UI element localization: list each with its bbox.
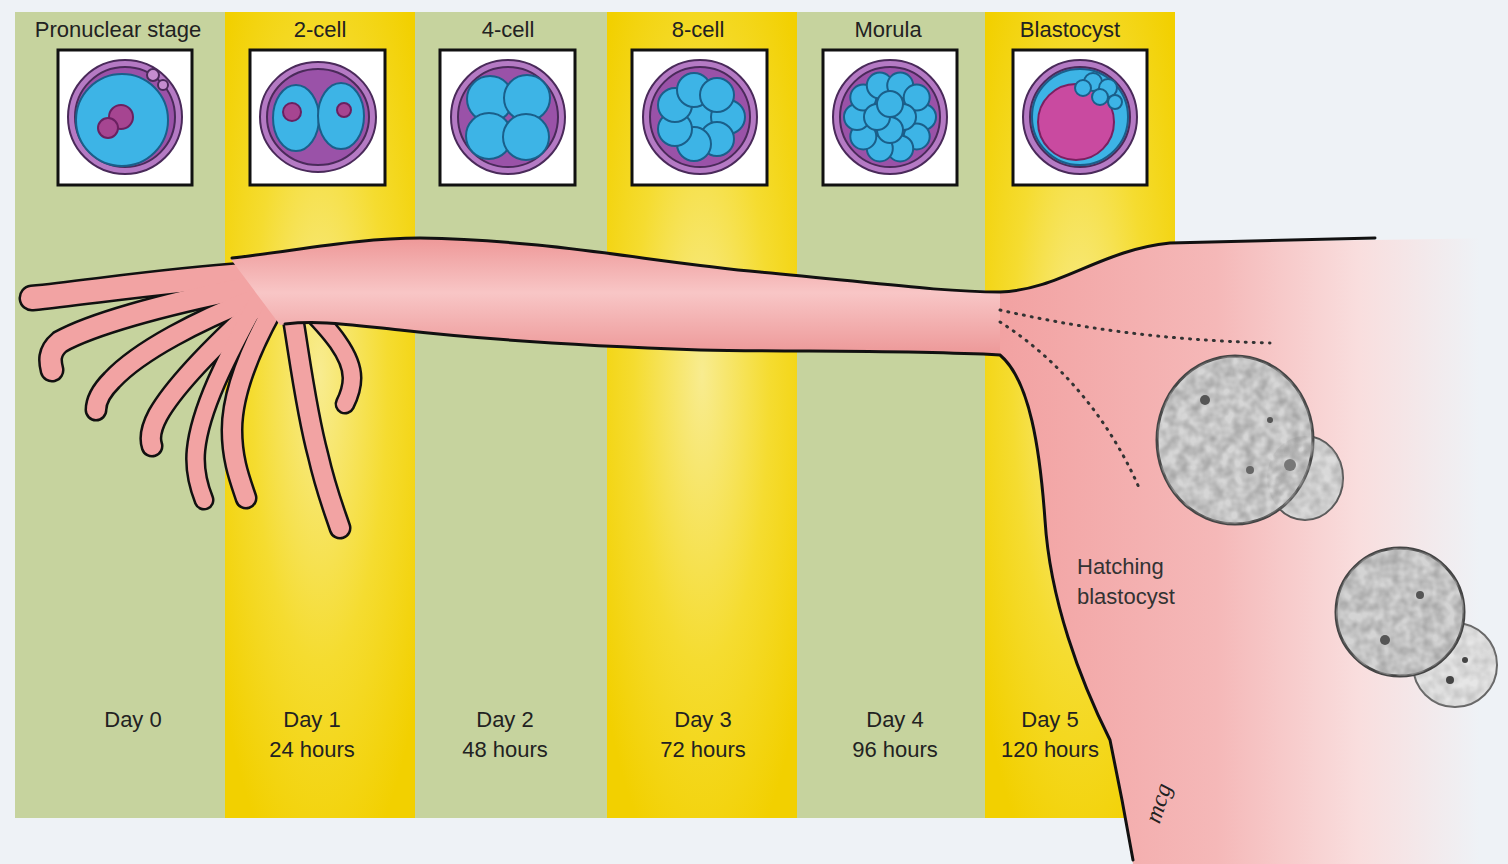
- day-band: 8-cellDay 372 hours: [607, 12, 797, 818]
- pronuclear-embryo: [68, 60, 182, 174]
- day-label: 48 hours: [462, 735, 548, 765]
- embryo-stage-box: [58, 50, 1147, 185]
- callout-label-text: Hatching blastocyst: [1077, 554, 1175, 609]
- stage-name: Morula: [854, 16, 921, 44]
- two-cell-embryo: [260, 62, 376, 172]
- blastocyst-photo: [1157, 356, 1497, 707]
- four-cell-embryo: [451, 60, 565, 174]
- day-label: Day 4: [866, 705, 923, 735]
- blastocyst-embryo: [1023, 60, 1137, 174]
- stage-name: 2-cell: [294, 16, 347, 44]
- day-label: 120 hours: [1001, 735, 1099, 765]
- day-label: Day 5: [1021, 705, 1078, 735]
- day-band: BlastocystDay 5120 hours: [985, 12, 1175, 818]
- day-band: 2-cellDay 124 hours: [225, 12, 415, 818]
- day-band: MorulaDay 496 hours: [797, 12, 985, 818]
- morula-embryo: [833, 60, 947, 174]
- callout-label: Hatching blastocyst: [1077, 552, 1207, 612]
- day-label: 96 hours: [852, 735, 938, 765]
- day-label: Day 2: [476, 705, 533, 735]
- eight-cell-embryo: [643, 60, 757, 174]
- uterus-fill: [1000, 238, 1508, 864]
- day-bands: [15, 12, 1175, 818]
- day-label: Day 1: [283, 705, 340, 735]
- stage-name: 8-cell: [672, 16, 725, 44]
- stage-name: Blastocyst: [1020, 16, 1120, 44]
- day-label: Day 0: [104, 705, 161, 735]
- day-label: Day 3: [674, 705, 731, 735]
- day-label: 24 hours: [269, 735, 355, 765]
- day-band: Pronuclear stageDay 0: [15, 12, 225, 818]
- tube-outline: [232, 238, 1375, 860]
- stage-name: Pronuclear stage: [35, 16, 201, 44]
- day-label: 72 hours: [660, 735, 746, 765]
- stage-name: 4-cell: [482, 16, 535, 44]
- day-band: 4-cellDay 248 hours: [415, 12, 607, 818]
